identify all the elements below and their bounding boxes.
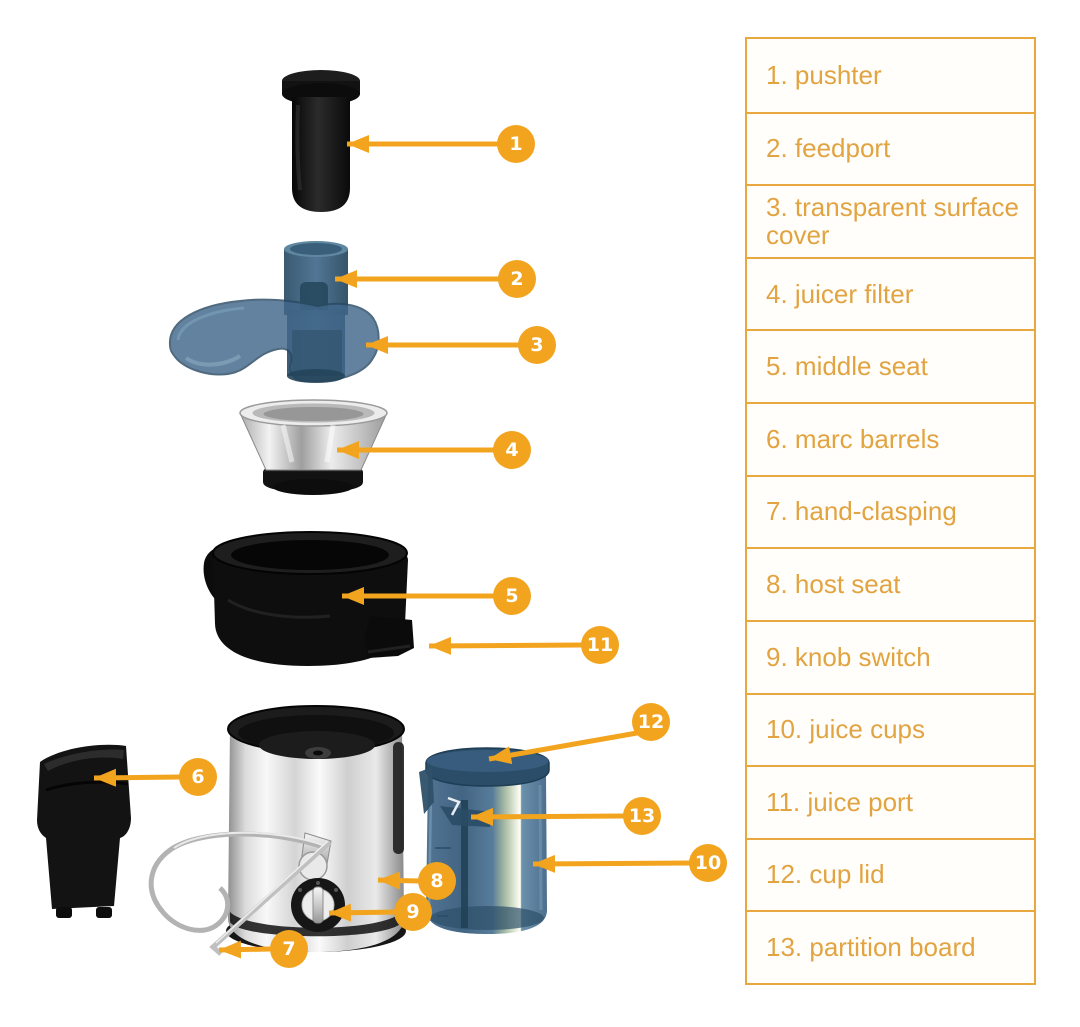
legend-row-cup-lid: 12. cup lid [747, 837, 1034, 911]
hand-clasping-part [148, 831, 332, 956]
exploded-view-illustration [37, 70, 691, 959]
badge-13: 13 [623, 797, 661, 835]
juice-cup-part [419, 747, 550, 934]
badge-3: 3 [518, 326, 556, 364]
legend-row-partition-board: 13. partition board [747, 910, 1034, 983]
parts-legend-table: 1. pushter 2. feedport 3. transparent su… [745, 37, 1036, 985]
juice-port-part [364, 616, 414, 658]
middle-seat-part [203, 531, 414, 666]
pusher-part [282, 70, 360, 212]
legend-row-juice-port: 11. juice port [747, 765, 1034, 838]
legend-row-feedport: 2. feedport [747, 111, 1034, 185]
badge-2: 2 [498, 260, 536, 298]
host-seat-part [226, 705, 406, 952]
badge-12: 12 [632, 703, 670, 741]
badge-10: 10 [689, 844, 727, 882]
leader-arrows [93, 135, 691, 959]
legend-row-host-seat: 8. host seat [747, 547, 1034, 620]
legend-row-juicer-filter: 4. juicer filter [747, 256, 1034, 330]
juicer-filter-part [239, 399, 388, 495]
knob-switch-part [291, 878, 345, 932]
legend-row-middle-seat: 5. middle seat [747, 329, 1034, 402]
badge-6: 6 [179, 758, 217, 796]
legend-row-hand-clasping: 7. hand-clasping [747, 474, 1034, 548]
legend-row-juice-cups: 10. juice cups [747, 692, 1034, 766]
badge-8: 8 [418, 862, 456, 900]
legend-row-surface-cover: 3. transparent surface cover [747, 184, 1034, 257]
badge-4: 4 [493, 431, 531, 469]
legend-row-pushter: 1. pushter [766, 59, 882, 90]
cup-lid-part [419, 747, 550, 814]
legend-row-knob-switch: 9. knob switch [747, 619, 1034, 693]
legend-row-marc-barrels: 6. marc barrels [747, 402, 1034, 475]
badge-5: 5 [493, 577, 531, 615]
badge-11: 11 [581, 626, 619, 664]
marc-barrel-part [37, 744, 131, 918]
badge-7: 7 [270, 930, 308, 968]
surface-cover-part [168, 298, 380, 383]
badge-1: 1 [497, 125, 535, 163]
badge-9: 9 [394, 893, 432, 931]
